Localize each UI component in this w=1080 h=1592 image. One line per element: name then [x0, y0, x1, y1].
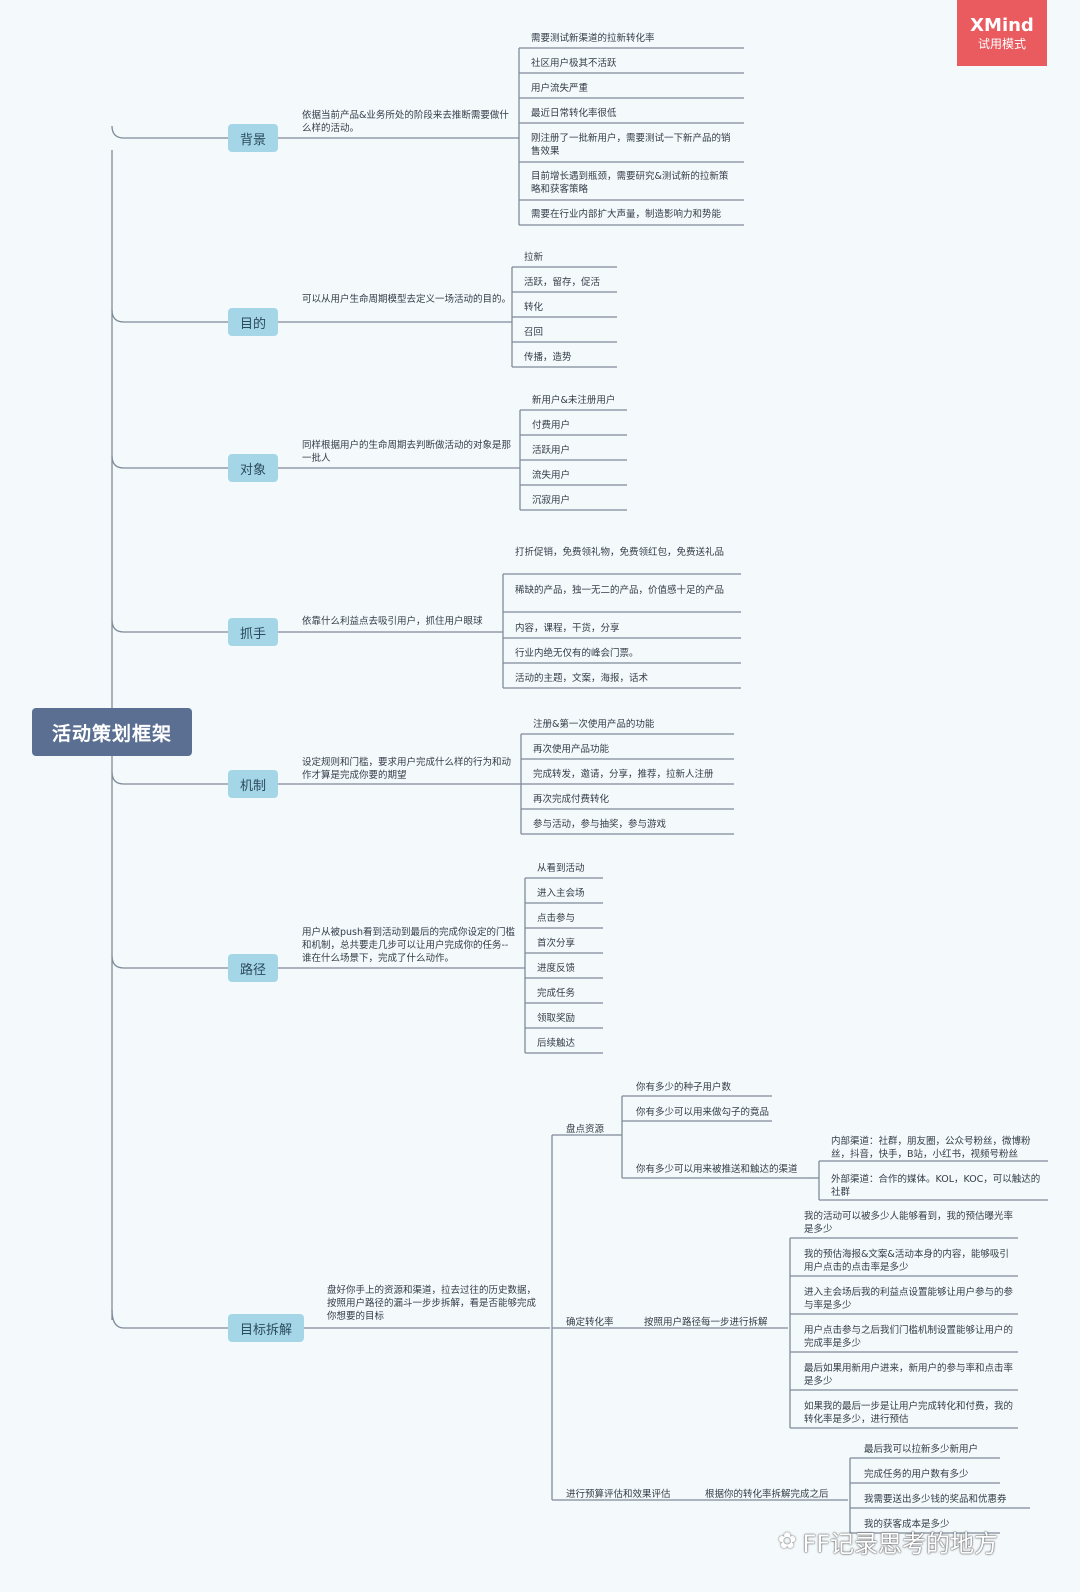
- topic-item-5-2[interactable]: 点击参与: [537, 913, 576, 924]
- trial-mode-badge[interactable]: XMind 试用模式: [957, 0, 1047, 66]
- watermark-text: FF记录思考的地方: [802, 1530, 999, 1558]
- topic-item-2-3[interactable]: 流失用户: [532, 470, 571, 481]
- resource-item-2[interactable]: 你有多少可以用来被推送和触达的渠道: [636, 1164, 798, 1175]
- topic-item-0-4[interactable]: 刚注册了一批新用户，需要测试一下新产品的销售效果: [531, 133, 731, 157]
- budget-item-1[interactable]: 完成任务的用户数有多少: [864, 1469, 969, 1480]
- topic-desc-5: 用户从被push看到活动到最后的完成你设定的门槛和机制，总共要走几步可以让用户完…: [302, 927, 516, 964]
- branch-connector-6: [111, 1309, 228, 1329]
- topic-item-0-5[interactable]: 目前增长遇到瓶颈，需要研究&测试新的拉新策略和获客策略: [531, 171, 729, 195]
- topic-item-5-0[interactable]: 从看到活动: [537, 863, 585, 874]
- badge-subtitle: 试用模式: [977, 37, 1026, 51]
- budget-item-2[interactable]: 我需要送出多少钱的奖品和优惠券: [864, 1494, 1007, 1505]
- sub-topic-1[interactable]: 确定转化率: [566, 1317, 614, 1328]
- topic-desc-2: 同样根据用户的生命周期去判断做活动的对象是那一批人: [302, 440, 512, 464]
- root-topic[interactable]: 活动策划框架: [32, 708, 192, 756]
- topic-3[interactable]: 抓手: [228, 618, 278, 646]
- branch-connector-3: [111, 619, 228, 633]
- topic-6[interactable]: 目标拆解: [228, 1314, 304, 1342]
- topic-item-0-0[interactable]: 需要测试新渠道的拉新转化率: [531, 33, 655, 44]
- sub-topic-0[interactable]: 盘点资源: [566, 1124, 605, 1135]
- topic-item-2-0[interactable]: 新用户&未注册用户: [532, 395, 616, 406]
- topic-desc-6: 盘好你手上的资源和渠道，拉去过往的历史数据，按照用户路径的漏斗一步步拆解，看是否…: [327, 1285, 537, 1322]
- topic-item-2-1[interactable]: 付费用户: [532, 420, 571, 431]
- sub-topic-2[interactable]: 进行预算评估和效果评估: [566, 1489, 671, 1500]
- topic-4[interactable]: 机制: [228, 770, 278, 798]
- topic-item-1-1[interactable]: 活跃，留存，促活: [524, 277, 601, 288]
- topic-item-5-5[interactable]: 完成任务: [537, 988, 576, 999]
- topic-item-0-6[interactable]: 需要在行业内部扩大声量，制造影响力和势能: [531, 209, 722, 220]
- resource-item-1[interactable]: 你有多少可以用来做勾子的竟品: [636, 1107, 770, 1118]
- topic-1[interactable]: 目的: [228, 308, 278, 336]
- branch-connector-1: [111, 309, 228, 323]
- topic-item-2-2[interactable]: 活跃用户: [532, 445, 571, 456]
- topic-item-3-3[interactable]: 行业内绝无仅有的峰会门票。: [515, 648, 639, 659]
- topic-item-3-2[interactable]: 内容，课程，干货，分享: [515, 623, 620, 634]
- conversion-item-5[interactable]: 如果我的最后一步是让用户完成转化和付费，我的转化率是多少，进行预估: [804, 1401, 1014, 1425]
- topic-item-5-7[interactable]: 后续触达: [537, 1038, 576, 1049]
- topic-item-1-3[interactable]: 召回: [524, 327, 544, 338]
- channel-item-0[interactable]: 内部渠道：社群，朋友圈，公众号粉丝，微博粉丝，抖音，快手，B站，小红书，视频号粉…: [831, 1136, 1031, 1160]
- topic-desc-0: 依据当前产品&业务所处的阶段来去推断需要做什么样的活动。: [302, 110, 509, 134]
- topic-item-1-4[interactable]: 传播，造势: [524, 352, 572, 363]
- topic-0[interactable]: 背景: [228, 124, 278, 152]
- sub-mid-2[interactable]: 根据你的转化率拆解完成之后: [705, 1489, 829, 1500]
- conversion-item-4[interactable]: 最后如果用新用户进来，新用户的参与率和点击率是多少: [804, 1363, 1014, 1387]
- badge-title: XMind: [970, 15, 1034, 36]
- budget-item-3[interactable]: 我的获客成本是多少: [864, 1519, 950, 1530]
- topic-item-5-1[interactable]: 进入主会场: [537, 888, 585, 899]
- branch-connector-4: [111, 771, 228, 785]
- wechat-icon: ✿: [778, 1529, 797, 1554]
- topic-item-3-4[interactable]: 活动的主题，文案，海报，话术: [515, 673, 649, 684]
- topic-desc-4: 设定规则和门槛，要求用户完成什么样的行为和动作才算是完成你要的期望: [302, 757, 512, 781]
- budget-item-0[interactable]: 最后我可以拉新多少新用户: [864, 1444, 979, 1455]
- topic-item-0-2[interactable]: 用户流失严重: [531, 83, 589, 94]
- topic-item-4-4[interactable]: 参与活动，参与抽奖，参与游戏: [533, 819, 667, 830]
- conversion-item-1[interactable]: 我的预估海报&文案&活动本身的内容，能够吸引用户点击的点击率是多少: [804, 1249, 1009, 1273]
- resource-item-0[interactable]: 你有多少的种子用户数: [636, 1082, 732, 1093]
- topic-desc-3: 依靠什么利益点去吸引用户，抓住用户眼球: [302, 616, 483, 627]
- conversion-item-3[interactable]: 用户点击参与之后我们门槛机制设置能够让用户的完成率是多少: [804, 1325, 1014, 1349]
- conversion-item-2[interactable]: 进入主会场后我的利益点设置能够让用户参与的参与率是多少: [804, 1287, 1014, 1311]
- topic-item-5-3[interactable]: 首次分享: [537, 938, 576, 949]
- branch-connector-5: [111, 955, 228, 969]
- topic-item-5-4[interactable]: 进度反馈: [537, 963, 576, 974]
- topic-item-0-3[interactable]: 最近日常转化率很低: [531, 108, 617, 119]
- topic-item-4-2[interactable]: 完成转发，邀请，分享，推荐，拉新人注册: [533, 769, 714, 780]
- topic-item-4-1[interactable]: 再次使用产品功能: [533, 744, 610, 755]
- branch-connector-2: [111, 455, 228, 469]
- topic-item-2-4[interactable]: 沉寂用户: [532, 495, 571, 506]
- topic-5[interactable]: 路径: [228, 954, 278, 982]
- topic-desc-1: 可以从用户生命周期模型去定义一场活动的目的。: [302, 294, 512, 305]
- topic-item-3-0[interactable]: 打折促销，免费领礼物，免费领红包，免费送礼品: [515, 547, 725, 558]
- conversion-item-0[interactable]: 我的活动可以被多少人能够看到，我的预估曝光率是多少: [804, 1211, 1014, 1235]
- topic-item-1-0[interactable]: 拉新: [524, 252, 544, 263]
- topic-item-3-1[interactable]: 稀缺的产品，独一无二的产品，价值感十足的产品: [515, 585, 725, 596]
- topic-item-5-6[interactable]: 领取奖励: [537, 1013, 576, 1024]
- channel-item-1[interactable]: 外部渠道：合作的媒体。KOL，KOC，可以触达的社群: [831, 1174, 1041, 1198]
- topic-item-1-2[interactable]: 转化: [524, 302, 544, 313]
- sub-mid-1[interactable]: 按照用户路径每一步进行拆解: [644, 1317, 768, 1328]
- topic-item-4-3[interactable]: 再次完成付费转化: [533, 794, 610, 805]
- topic-item-0-1[interactable]: 社区用户极其不活跃: [531, 58, 617, 69]
- topic-item-4-0[interactable]: 注册&第一次使用产品的功能: [533, 719, 655, 730]
- topic-2[interactable]: 对象: [228, 454, 278, 482]
- watermark: ✿ FF记录思考的地方: [778, 1524, 998, 1559]
- branch-connector-0: [111, 125, 228, 139]
